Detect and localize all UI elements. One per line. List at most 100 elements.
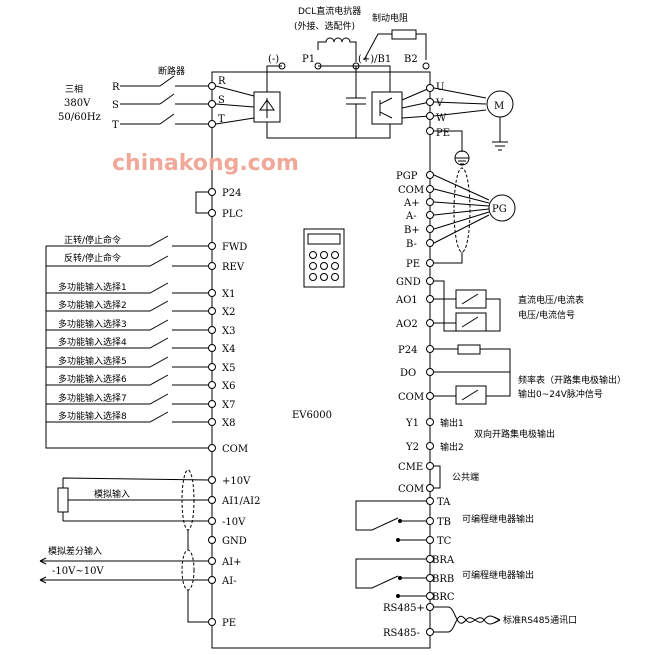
rectifier-block <box>215 85 281 125</box>
x-input-label: 多功能输入选择2 <box>58 299 127 311</box>
v10p-label: +10V <box>222 476 251 487</box>
terminal-r[interactable] <box>208 82 216 90</box>
plc-label: PLC <box>222 209 243 220</box>
inverter-frame <box>211 71 431 649</box>
terminal-x7[interactable] <box>208 400 216 408</box>
terminal-s[interactable] <box>208 100 216 108</box>
x-input-label: 多功能输入选择8 <box>58 410 127 422</box>
terminal-pg-6[interactable] <box>426 259 434 267</box>
terminal-x4[interactable] <box>208 344 216 352</box>
terminal-v[interactable] <box>426 98 434 106</box>
p24-plc-jumper <box>195 191 208 214</box>
terminal-y1[interactable] <box>426 418 434 426</box>
terminal-pe-left[interactable] <box>208 618 216 626</box>
bus-capacitor <box>346 66 366 138</box>
bra-label: BRA <box>432 555 455 566</box>
terminal-com-left[interactable] <box>208 444 216 452</box>
terminal-ai1[interactable] <box>208 496 216 504</box>
terminal-pe-top[interactable] <box>426 127 434 135</box>
x-input-label: 多功能输入选择1 <box>58 281 127 293</box>
terminal-x1[interactable] <box>208 289 216 297</box>
v10n-label: -10V <box>222 517 246 528</box>
terminal-pg-1[interactable] <box>426 185 434 193</box>
x-term-label: X1 <box>222 289 235 300</box>
terminal-rs485p[interactable] <box>426 603 434 611</box>
analog-in-label: 模拟输入 <box>94 488 130 500</box>
rev-cmd-label: 反转/停止命令 <box>64 252 121 264</box>
terminal-ao1[interactable] <box>426 295 434 303</box>
terminal-ta[interactable] <box>426 497 434 505</box>
terminal-fwd[interactable] <box>208 242 216 250</box>
terminal-pg-2[interactable] <box>426 198 434 206</box>
potentiometer <box>57 477 209 522</box>
b2-label: B2 <box>404 54 418 65</box>
diff-wires <box>39 557 208 584</box>
brake-resistor <box>363 29 427 61</box>
dcl-label: DCL直流电抗器 <box>298 5 361 17</box>
terminal-ao2[interactable] <box>426 319 434 327</box>
com-left-label: COM <box>222 444 248 455</box>
terminal-pg-5[interactable] <box>426 239 434 247</box>
p1-label: P1 <box>302 54 315 65</box>
terminal-x6[interactable] <box>208 381 216 389</box>
terminal-x8[interactable] <box>208 418 216 426</box>
inner-s: S <box>218 95 225 106</box>
x-input-label: 多功能输入选择6 <box>58 373 127 385</box>
out-v: V <box>435 98 444 109</box>
terminal-bra[interactable] <box>426 555 434 563</box>
b2-terminal[interactable] <box>422 62 430 70</box>
terminal-tc[interactable] <box>426 536 434 544</box>
terminal-ai-plus[interactable] <box>208 557 216 565</box>
terminal-x2[interactable] <box>208 307 216 315</box>
brc-label: BRC <box>432 592 455 603</box>
terminal-tb[interactable] <box>426 517 434 525</box>
terminal-x3[interactable] <box>208 326 216 334</box>
terminal-gnd-right[interactable] <box>426 277 434 285</box>
terminal-plc[interactable] <box>208 209 216 217</box>
line-r: R <box>112 82 120 93</box>
terminal-10v-plus[interactable] <box>208 476 216 484</box>
terminal-x5[interactable] <box>208 363 216 371</box>
y2-label: Y2 <box>405 442 419 453</box>
terminal-brc[interactable] <box>426 592 434 600</box>
cme-label: CME <box>398 462 423 473</box>
x-term-label: X2 <box>222 307 235 318</box>
pg-term-label: PE <box>406 259 420 270</box>
pg-label: PG <box>492 204 507 215</box>
terminal-pg-3[interactable] <box>426 211 434 219</box>
neg-label: (-) <box>268 54 279 65</box>
rs485p-label: RS485+ <box>383 603 425 614</box>
terminal-cme[interactable] <box>426 462 434 470</box>
y-common-label: 双向开路集电极输出 <box>474 428 555 440</box>
rs485-twisted-pair <box>434 606 501 633</box>
terminal-10v-minus[interactable] <box>208 517 216 525</box>
terminal-com2[interactable] <box>426 484 434 492</box>
ao1-label: AO1 <box>395 295 418 306</box>
terminal-com-right[interactable] <box>426 392 434 400</box>
p24-label: P24 <box>222 188 241 199</box>
line-s: S <box>112 100 119 111</box>
terminal-y2[interactable] <box>426 442 434 450</box>
terminal-gnd-left[interactable] <box>208 536 216 544</box>
terminal-do[interactable] <box>426 368 434 376</box>
y1-label: Y1 <box>405 418 419 429</box>
terminal-pg-0[interactable] <box>426 171 434 179</box>
terminal-w[interactable] <box>426 112 434 120</box>
dc-bus <box>266 65 391 139</box>
terminal-rs485n[interactable] <box>426 628 434 636</box>
ground-pe <box>434 130 470 166</box>
terminal-brb[interactable] <box>426 574 434 582</box>
x-term-label: X7 <box>222 400 235 411</box>
terminal-p24-right[interactable] <box>426 345 434 353</box>
terminal-ai-minus[interactable] <box>208 576 216 584</box>
terminal-rev[interactable] <box>208 262 216 270</box>
terminal-pg-4[interactable] <box>426 225 434 233</box>
terminal-p24-left[interactable] <box>208 188 216 196</box>
terminal-u[interactable] <box>426 84 434 92</box>
terminal-t[interactable] <box>208 120 216 128</box>
keypad[interactable] <box>303 228 345 288</box>
line-t: T <box>112 120 119 131</box>
cme-com-jumper <box>434 465 441 489</box>
power-input-lines <box>120 75 212 125</box>
